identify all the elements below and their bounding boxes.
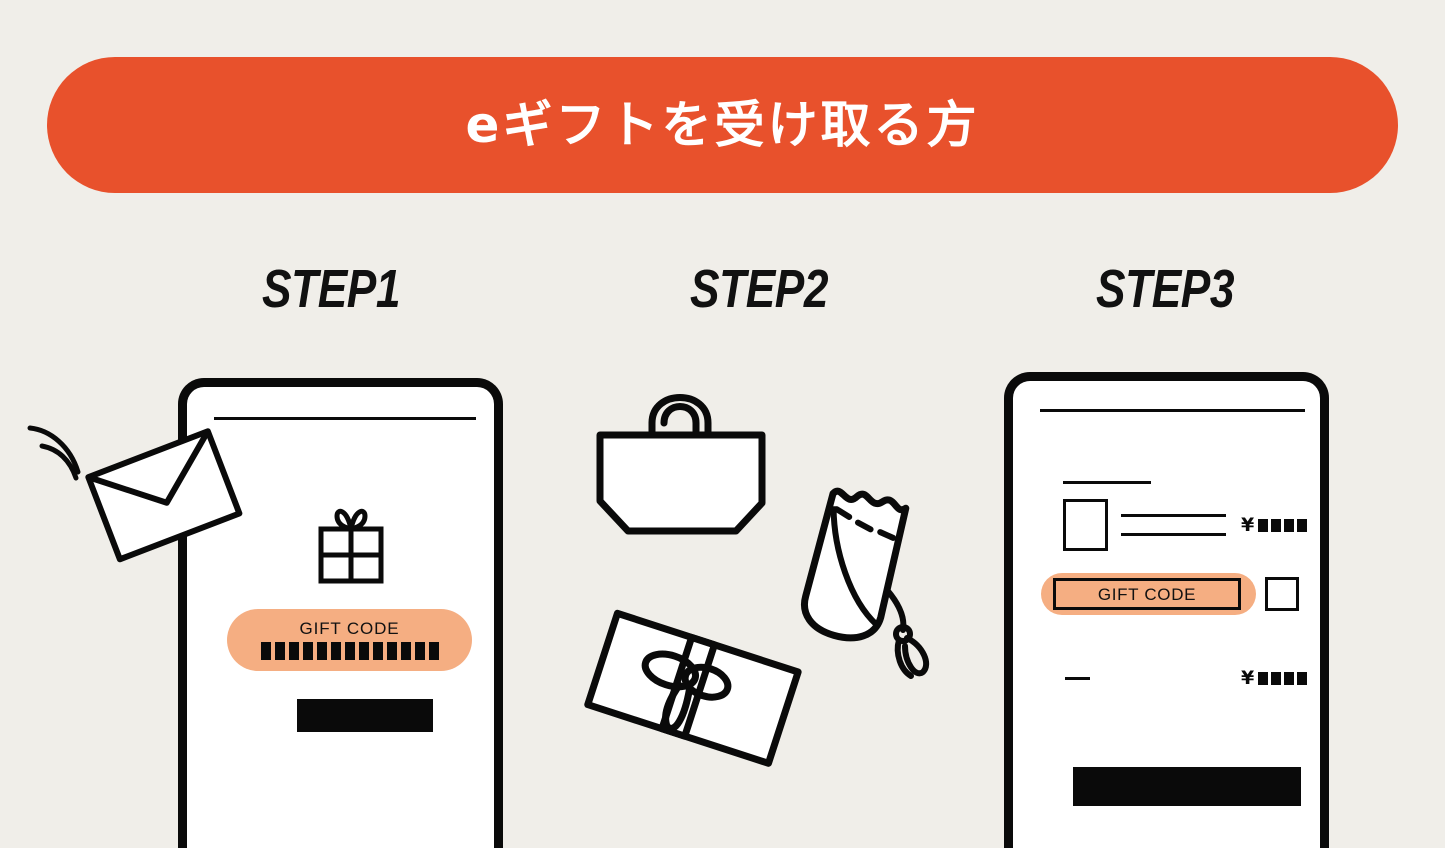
motion-line-inner: [39, 443, 79, 481]
product-thumbnail: [1063, 499, 1108, 551]
motion-line-outer: [27, 425, 81, 475]
step-2-illustration: [570, 360, 960, 847]
code-block: [260, 642, 271, 660]
step-1-illustration: GIFT CODE: [20, 360, 540, 848]
code-block: [386, 642, 397, 660]
price-digit-block: [1284, 519, 1295, 532]
step-label-2: STEP2: [690, 259, 829, 319]
code-block: [288, 642, 299, 660]
wrapped-gift-bag-with-ribbon-icon: [801, 487, 930, 679]
gift-code-field-highlight-step3: GIFT CODE: [1041, 573, 1256, 615]
gift-box-icon: [318, 508, 384, 584]
gift-code-masked-blocks: [260, 642, 439, 660]
gift-code-apply-checkbox[interactable]: [1265, 577, 1299, 611]
cta-button-step3[interactable]: [1073, 767, 1301, 806]
yen-symbol: ¥: [1241, 667, 1255, 689]
price-digit-block: [1271, 519, 1282, 532]
gift-box-with-bow-icon: [584, 609, 802, 767]
code-block: [358, 642, 369, 660]
envelope-icon: [27, 425, 243, 563]
code-block: [428, 642, 439, 660]
code-block: [400, 642, 411, 660]
price-digit-block: [1271, 672, 1282, 685]
gift-code-label: GIFT CODE: [299, 619, 400, 638]
code-block: [330, 642, 341, 660]
price-digit-block: [1297, 672, 1308, 685]
product-text-line-2: [1121, 533, 1226, 536]
code-block: [302, 642, 313, 660]
banner-title: eギフトを受け取る方: [465, 96, 980, 154]
code-block: [414, 642, 425, 660]
cta-button-step1[interactable]: [297, 699, 433, 732]
code-block: [372, 642, 383, 660]
step-3-illustration: ¥ GIFT CODE ¥: [990, 360, 1370, 848]
phone-header-line: [214, 417, 476, 420]
price-digit-block: [1258, 519, 1269, 532]
price-digit-block: [1284, 672, 1295, 685]
gift-code-input[interactable]: GIFT CODE: [1053, 578, 1241, 610]
total-price: ¥: [1241, 667, 1308, 689]
gift-code-pill-step1: GIFT CODE: [227, 609, 472, 671]
gift-code-label: GIFT CODE: [1097, 584, 1197, 604]
total-label-dash: [1065, 677, 1090, 680]
header-banner: eギフトを受け取る方: [47, 57, 1398, 193]
tote-bag-icon: [596, 394, 766, 535]
yen-symbol: ¥: [1241, 514, 1255, 536]
phone-frame-step3: ¥ GIFT CODE ¥: [1004, 372, 1329, 848]
step-label-1: STEP1: [262, 259, 401, 319]
code-block: [344, 642, 355, 660]
code-block: [274, 642, 285, 660]
price-digit-block: [1297, 519, 1308, 532]
step-label-3: STEP3: [1096, 259, 1235, 319]
code-block: [316, 642, 327, 660]
phone-frame-step1: GIFT CODE: [178, 378, 503, 848]
phone-header-line: [1040, 409, 1305, 412]
product-text-line-1: [1121, 514, 1226, 517]
section-title-line: [1063, 481, 1151, 484]
product-price: ¥: [1241, 514, 1308, 536]
price-digit-block: [1258, 672, 1269, 685]
